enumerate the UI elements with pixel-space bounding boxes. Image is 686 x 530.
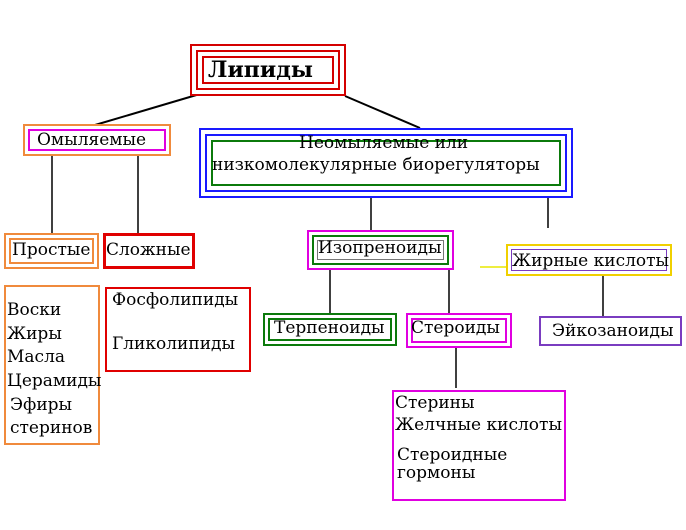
node-eicosanoids-label: Эйкозаноиды xyxy=(552,321,674,341)
node-complex xyxy=(103,233,195,269)
node-steroids-label: Стероиды xyxy=(411,318,500,338)
list-simple-item: Воски xyxy=(7,300,62,320)
node-fatty-acids-label: Жирные кислоты xyxy=(512,251,670,271)
list-simple-item: Церамиды xyxy=(7,371,102,391)
list-simple-item: стеринов xyxy=(10,418,93,438)
node-steroids xyxy=(406,313,512,348)
node-terpenoids-label: Терпеноиды xyxy=(274,318,385,338)
list-simple xyxy=(4,285,100,445)
node-terpenoids xyxy=(263,313,397,346)
line-root-saponifiable xyxy=(94,90,211,126)
node-lipids-label: Липиды xyxy=(208,57,313,83)
node-isoprenoids-label: Изопреноиды xyxy=(318,238,442,258)
node-fatty-acids xyxy=(506,244,672,276)
list-steroids-item: Стерины xyxy=(395,393,475,413)
list-steroids-item: Стероидные гормоны xyxy=(397,445,508,483)
list-simple-item: Масла xyxy=(7,347,65,367)
node-eicosanoids xyxy=(539,316,682,346)
list-complex-item: Гликолипиды xyxy=(112,334,236,354)
node-isoprenoids xyxy=(307,230,454,270)
node-lipids xyxy=(190,44,346,96)
list-steroids xyxy=(392,390,566,501)
node-saponifiable-label: Омыляемые xyxy=(37,130,147,150)
node-unsaponifiable-label-1: Неомыляемые или xyxy=(299,133,469,153)
list-simple-item: Жиры xyxy=(7,324,62,344)
node-complex-label: Сложные xyxy=(106,240,191,260)
node-saponifiable xyxy=(23,124,171,156)
list-complex xyxy=(105,287,251,372)
node-unsaponifiable xyxy=(199,128,573,198)
list-simple-item: Эфиры xyxy=(10,395,73,415)
node-unsaponifiable-label-2: низкомолекулярные биорегуляторы xyxy=(212,155,540,175)
list-steroids-item: Желчные кислоты xyxy=(395,415,562,435)
node-simple-label: Простые xyxy=(12,240,91,260)
list-complex-item: Фосфолипиды xyxy=(112,290,239,310)
line-root-unsaponifiable xyxy=(344,95,421,129)
node-simple xyxy=(4,233,99,269)
